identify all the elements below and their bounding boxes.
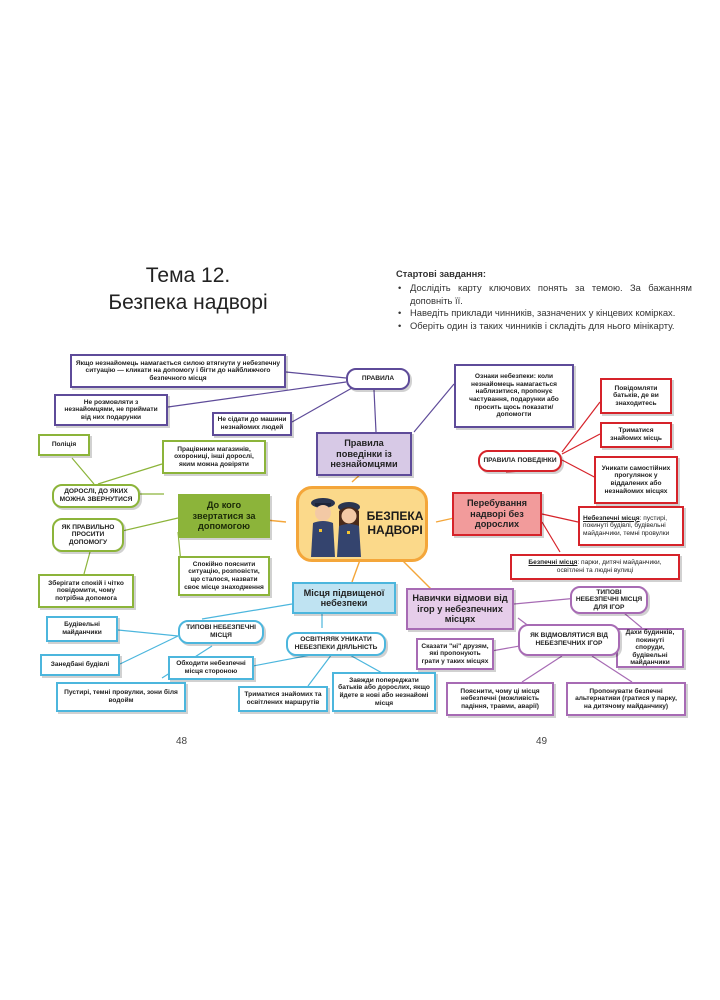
risk-bypass: Обходити небезпечні місця стороною xyxy=(168,656,254,680)
help-adults-node: ДОРОСЛІ, ДО ЯКИХ МОЖНА ЗВЕРНУТИСЯ xyxy=(52,484,140,508)
help-how-node: ЯК ПРАВИЛЬНО ПРОСИТИ ДОПОМОГУ xyxy=(52,518,124,552)
strangers-main-node: Правила поведінки із незнайомцями xyxy=(316,432,412,476)
title-line-2: Безпека надворі xyxy=(108,291,268,314)
outdoor-familiar-places: Триматися знайомих місць xyxy=(600,422,672,448)
stranger-rules-node: ПРАВИЛА xyxy=(346,368,410,390)
outdoor-danger-label: Небезпечні місця xyxy=(583,514,640,522)
outdoor-inform-parents: Повідомляти батьків, де ви знаходитесь xyxy=(600,378,672,414)
outdoor-main-node: Перебування надворі без дорослих xyxy=(452,492,542,536)
refuse-alternatives: Пропонувати безпечні альтернативи (грати… xyxy=(566,682,686,716)
outdoor-safe-label: Безпечні місця xyxy=(528,559,578,567)
tasks-list: Дослідіть карту ключових понять за темою… xyxy=(396,282,692,332)
refuse-say-no: Сказати "ні" друзям, які пропонують грат… xyxy=(416,638,494,670)
stranger-danger-signs: Ознаки небезпеки: коли незнайомець намаг… xyxy=(454,364,574,428)
title-line-1: Тема 12. xyxy=(145,264,231,287)
stranger-force-rule: Якщо незнайомець намагається силою втягн… xyxy=(70,354,286,388)
refuse-main-node: Навички відмови від ігор у небезпечних м… xyxy=(406,588,514,630)
risk-warn-parents: Завжди попереджати батьків або дорослих,… xyxy=(332,672,436,712)
concept-map: Якщо незнайомець намагається силою втягн… xyxy=(22,342,688,726)
task-item: Оберіть один із таких чинників і складіт… xyxy=(398,320,692,333)
help-police: Поліція xyxy=(38,434,90,456)
refuse-how-node: ЯК ВІДМОВЛЯТИСЯ ВІД НЕБЕЗПЕЧНИХ ІГОР xyxy=(518,624,620,656)
outdoor-rules-node: ПРАВИЛА ПОВЕДІНКИ xyxy=(478,450,562,472)
refuse-typical-node: ТИПОВІ НЕБЕЗПЕЧНІ МІСЦЯ ДЛЯ ІГОР xyxy=(570,586,648,614)
outdoor-safe-text: : парки, дитячі майданчики, освітлені та… xyxy=(556,559,662,574)
help-main-node: До кого звертатися за допомогою xyxy=(178,494,270,538)
center-title: БЕЗПЕКА НАДВОРІ xyxy=(366,509,424,537)
page-title: Тема 12. Безпека надворі xyxy=(98,262,278,316)
help-stay-calm: Зберігати спокій і чітко повідомити, чом… xyxy=(38,574,134,608)
police-kids-icon xyxy=(311,498,361,557)
help-workers: Працівники магазинів, охорониці, інші до… xyxy=(162,440,266,474)
risk-avoid-node: ОСВІТНЯЯК УНИКАТИ НЕБЕЗПЕКИ ДІЯЛЬНІСТЬ xyxy=(286,632,386,656)
tasks-heading: Стартові завдання: xyxy=(396,268,486,279)
refuse-roofs: Дахи будинків, покинуті споруди, будівел… xyxy=(616,628,684,668)
outdoor-safe-places: Безпечні місця: парки, дитячі майданчики… xyxy=(510,554,680,580)
outdoor-avoid-walks: Уникати самостійних прогулянок у віддале… xyxy=(594,456,678,504)
outdoor-danger-places: Небезпечні місця: пустирі, покинуті буді… xyxy=(578,506,684,546)
page-number-left: 48 xyxy=(176,736,188,747)
page-number-right: 49 xyxy=(536,736,548,747)
risk-wasteland: Пустирі, темні провулки, зони біля водой… xyxy=(56,682,186,712)
risk-construction: Будівельні майданчики xyxy=(46,616,118,642)
task-item: Наведіть приклади чинників, зазначених у… xyxy=(398,307,692,320)
risk-main-node: Місця підвищеної небезпеки xyxy=(292,582,396,614)
center-node: БЕЗПЕКА НАДВОРІ xyxy=(296,486,428,562)
refuse-explain: Пояснити, чому ці місця небезпечні (можл… xyxy=(446,682,554,716)
risk-abandoned: Занедбані будівлі xyxy=(40,654,120,676)
outdoor-danger-text: : пустирі, покинуті будівлі, будівельні … xyxy=(583,514,670,537)
risk-typical-node: ТИПОВІ НЕБЕЗПЕЧНІ МІСЦЯ xyxy=(178,620,264,644)
stranger-no-car-rule: Не сідати до машини незнайомих людей xyxy=(212,412,292,436)
risk-familiar-routes: Триматися знайомих та освітлених маршрут… xyxy=(238,686,328,712)
stranger-no-talk-rule: Не розмовляти з незнайомцями, не приймат… xyxy=(54,394,168,426)
help-explain: Спокійно пояснити ситуацію, розповісти, … xyxy=(178,556,270,596)
starter-tasks: Стартові завдання: Дослідіть карту ключо… xyxy=(396,268,692,332)
task-item: Дослідіть карту ключових понять за темою… xyxy=(398,282,692,307)
